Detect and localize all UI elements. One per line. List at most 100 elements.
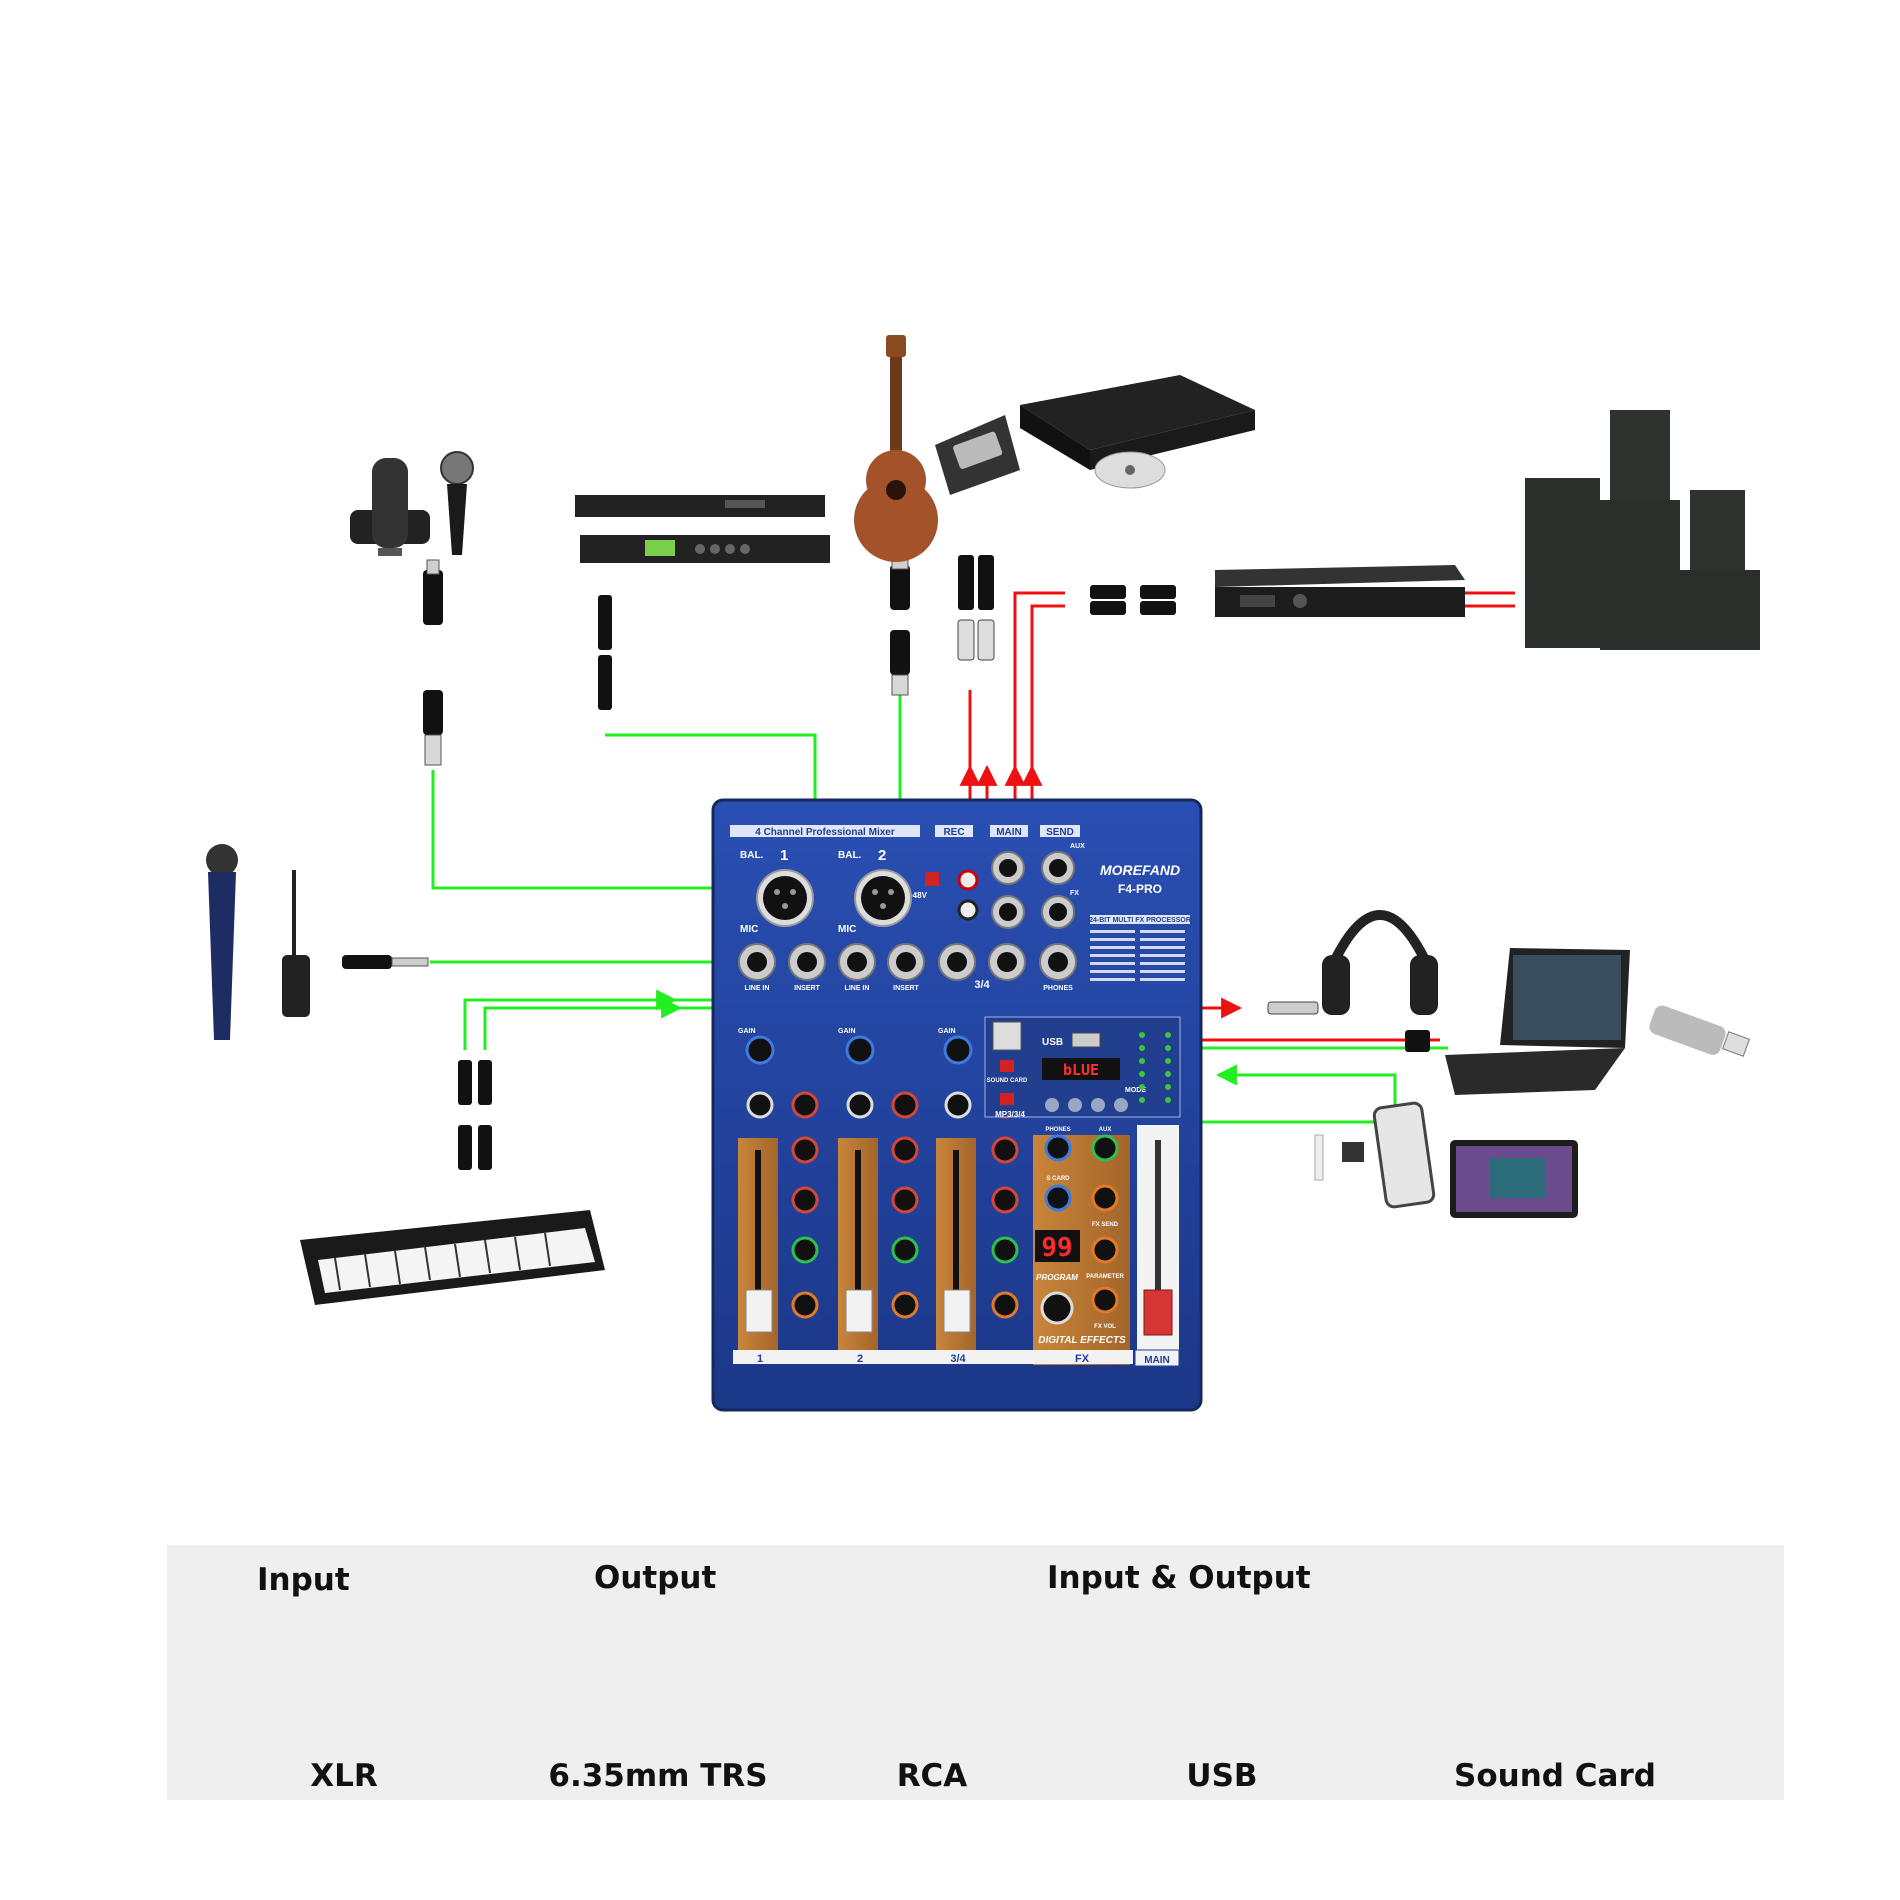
mode-label: MODE [1125, 1087, 1146, 1094]
main-out-jacks[interactable] [991, 851, 1025, 929]
xlr-jack-2[interactable] [854, 869, 912, 927]
gain-label-2: GAIN [838, 1028, 856, 1035]
model-label: F4-PRO [1118, 882, 1162, 896]
mp3-label: MP3/3/4 [995, 1110, 1025, 1119]
legend-xlr-label: XLR [310, 1758, 378, 1794]
line-in-jacks[interactable] [738, 943, 1077, 981]
program-knob[interactable] [1040, 1291, 1074, 1325]
program-label: PROGRAM [1036, 1273, 1078, 1282]
channel-1-number: 1 [780, 847, 788, 864]
usb-drive-icon [1649, 1005, 1751, 1057]
line-in-label-2: LINE IN [845, 985, 870, 992]
cable-amp-speakers [1460, 591, 1515, 608]
cable-phone-to-mixer [1215, 1064, 1397, 1108]
brand-label: MOREFAND [1100, 862, 1180, 878]
condenser-mic-icon [350, 458, 430, 556]
bal-label-2: BAL. [838, 850, 862, 861]
rec-rca-jacks[interactable] [957, 869, 979, 921]
cable-keyboard-b [483, 997, 683, 1050]
mixer-header-label: 4 Channel Professional Mixer [755, 827, 895, 838]
gain-knobs[interactable] [745, 1035, 973, 1065]
tablet-icon [1450, 1140, 1578, 1218]
sound-card-usb-port[interactable] [992, 1021, 1022, 1051]
mp3-button[interactable] [1000, 1093, 1014, 1105]
strip-label-fx: FX [1075, 1353, 1090, 1365]
strip-label-2: 2 [857, 1353, 863, 1365]
legend-panel [167, 1545, 1784, 1800]
keyboard-icon [300, 1210, 605, 1305]
dvd-player-icon [1020, 375, 1255, 489]
fader-main[interactable] [1143, 1289, 1173, 1336]
phantom-button[interactable] [925, 872, 939, 886]
program-display-value: 99 [1041, 1233, 1072, 1263]
phones-label: PHONES [1043, 985, 1073, 992]
cable-mic-to-ch1 [431, 770, 743, 899]
mixer: 4 Channel Professional Mixer REC MAIN SE… [711, 798, 1203, 1412]
fx-send-master-label: FX SEND [1092, 1222, 1119, 1228]
strip-label-1: 1 [757, 1353, 763, 1365]
strip-label-main: MAIN [1144, 1355, 1170, 1366]
phantom-label: +48V [908, 891, 928, 900]
fx-master-knobs[interactable] [1044, 1134, 1119, 1314]
acoustic-guitar-icon [854, 335, 938, 562]
xlr-jack-1[interactable] [756, 869, 814, 927]
pan-knobs[interactable] [746, 1091, 972, 1119]
fx-send-label: FX [1070, 890, 1079, 897]
dynamic-mic-icon [440, 451, 474, 555]
fx-processor-label: 24-BIT MULTI FX PROCESSOR [1089, 917, 1191, 924]
mp3-transport-buttons[interactable] [1045, 1098, 1128, 1112]
aux-master-label: AUX [1099, 1127, 1112, 1133]
legend-input-label: Input [257, 1562, 350, 1598]
fx-vol-label: FX VOL [1094, 1324, 1116, 1330]
line-in-label-1: LINE IN [745, 985, 770, 992]
rack-processor-icon [575, 495, 830, 563]
s-card-label: S CARD [1046, 1176, 1070, 1182]
level-meter [1139, 1032, 1171, 1103]
laptop-icon [1445, 948, 1630, 1095]
program-display [1035, 1230, 1080, 1262]
phones-level-label: PHONES [1045, 1127, 1070, 1133]
insert-label-2: INSERT [893, 985, 919, 992]
legend-usb-label: USB [1186, 1758, 1258, 1794]
aux-knobs[interactable] [791, 1236, 1019, 1264]
fader-ch34[interactable] [943, 1289, 971, 1333]
mp3-display-text: bLUE [1063, 1061, 1099, 1079]
legend-output-label: Output [594, 1560, 717, 1596]
fx-preset-list [1090, 930, 1185, 981]
strip-label-34: 3/4 [950, 1353, 966, 1365]
fx-knobs[interactable] [791, 1291, 1019, 1319]
aux-send-label: AUX [1070, 843, 1085, 850]
sound-card-button[interactable] [1000, 1060, 1014, 1072]
usb-label: USB [1042, 1037, 1063, 1048]
cable-plugs [342, 554, 1430, 1170]
legend-input-output-label: Input & Output [1047, 1560, 1311, 1596]
mic-label-2: MIC [838, 924, 856, 935]
fader-ch2[interactable] [845, 1289, 873, 1333]
power-amplifier-icon [1215, 565, 1465, 617]
fader-ch1[interactable] [745, 1289, 773, 1333]
send-jacks[interactable] [1041, 851, 1075, 929]
section-send-label: SEND [1046, 827, 1074, 838]
cassette-player-icon [935, 415, 1020, 495]
legend-sound-card-label: Sound Card [1454, 1758, 1656, 1794]
stereo-channel-label: 3/4 [974, 979, 990, 991]
legend-trs-label: 6.35mm TRS [548, 1758, 768, 1794]
gain-label-3: GAIN [938, 1028, 956, 1035]
parameter-label: PARAMETER [1086, 1274, 1124, 1280]
legend-rca-label: RCA [896, 1758, 968, 1794]
gain-label-1: GAIN [738, 1028, 756, 1035]
bal-label-1: BAL. [740, 850, 764, 861]
section-main-label: MAIN [996, 827, 1022, 838]
headphones-icon [1322, 910, 1438, 1015]
sound-card-label: SOUND CARD [987, 1078, 1028, 1084]
section-rec-label: REC [943, 827, 964, 838]
speakers-icon [1525, 410, 1760, 650]
smartphone-icon [1314, 1101, 1436, 1209]
mic-label-1: MIC [740, 924, 758, 935]
usb-port[interactable] [1071, 1032, 1101, 1048]
channel-2-number: 2 [878, 847, 886, 864]
wireless-mic-icon [206, 844, 310, 1040]
insert-label-1: INSERT [794, 985, 820, 992]
digital-effects-label: DIGITAL EFFECTS [1038, 1335, 1126, 1346]
